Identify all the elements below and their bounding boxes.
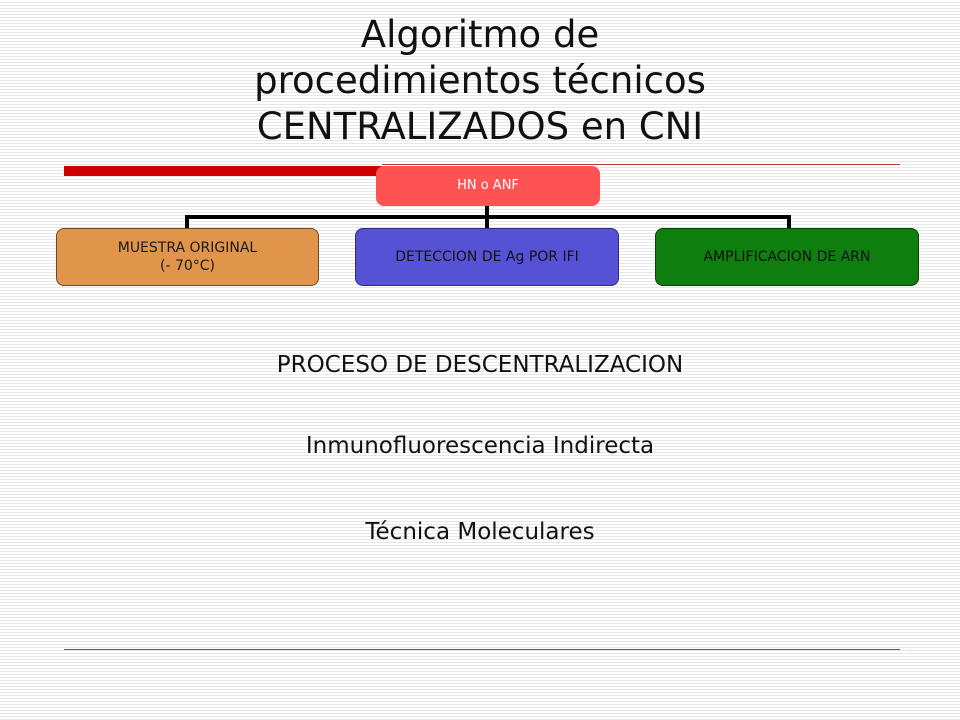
node-label: AMPLIFICACION DE ARN [703,249,871,265]
title-line-2: procedimientos técnicos [254,59,706,102]
diagram-node-muestra-original: MUESTRA ORIGINAL (- 70°C) [56,228,319,286]
title-line-1: Algoritmo de [360,13,600,56]
title-line-3: CENTRALIZADOS en CNI [256,105,704,148]
node-label: DETECCION DE Ag POR IFI [395,249,579,265]
connector-drop-right [787,215,791,228]
diagram-node-deteccion-ag: DETECCION DE Ag POR IFI [355,228,619,286]
connector-root-stem [485,206,489,218]
connector-drop-center [485,215,489,228]
diagram-root-node: HN o ANF [376,166,600,206]
accent-rule-thin [382,164,900,165]
diagram-node-amplificacion-arn: AMPLIFICACION DE ARN [655,228,919,286]
body-text-inmunofluorescencia: Inmunofluorescencia Indirecta [305,433,655,459]
body-text-proceso: PROCESO DE DESCENTRALIZACION [276,352,684,378]
connector-drop-left [185,215,189,228]
root-node-label: HN o ANF [457,178,519,193]
bottom-rule [64,649,900,650]
accent-rule-thick [64,166,382,176]
node-label-line-1: MUESTRA ORIGINAL [117,240,258,256]
slide-title: Algoritmo de procedimientos técnicos CEN… [0,12,960,150]
node-label-line-2: (- 70°C) [159,258,215,274]
body-text-tecnica: Técnica Moleculares [365,519,595,545]
